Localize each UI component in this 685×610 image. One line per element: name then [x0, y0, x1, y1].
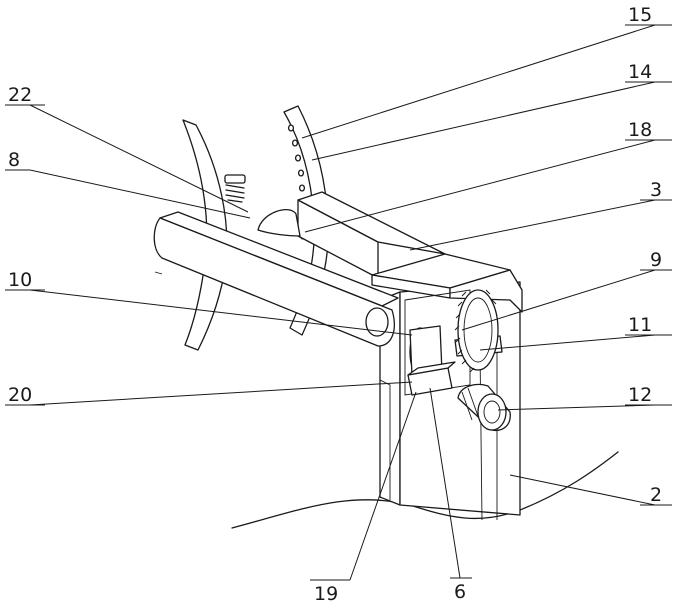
label-14: 14: [628, 61, 652, 83]
label-3: 3: [650, 179, 662, 201]
arm-pivot-hub: [365, 307, 389, 337]
cavity-frame: [404, 289, 471, 396]
housing-side: [449, 269, 523, 313]
label-10: 10: [8, 269, 32, 291]
tick-mark: [154, 271, 163, 275]
column-inner-edges: [379, 349, 498, 521]
swing-arm-body: [153, 217, 395, 347]
label-12: 12: [628, 384, 652, 406]
label-15: 15: [628, 4, 652, 26]
label-11: 11: [628, 314, 652, 336]
label-19: 19: [314, 583, 338, 605]
left-arc-plate: [182, 119, 228, 351]
label-6: 6: [454, 581, 466, 603]
label-9: 9: [650, 249, 662, 271]
label-8: 8: [8, 149, 20, 171]
leader-lines: [29, 24, 656, 581]
label-20: 20: [8, 384, 32, 406]
slider-block-top: [407, 361, 456, 376]
label-18: 18: [628, 119, 652, 141]
motor-cylinder: [457, 383, 511, 432]
label-22: 22: [8, 84, 32, 106]
large-gear: [454, 289, 499, 373]
arm-cylinder: [257, 209, 301, 237]
label-2: 2: [650, 484, 662, 506]
label-underlines: [5, 24, 672, 581]
spring: [224, 174, 246, 203]
